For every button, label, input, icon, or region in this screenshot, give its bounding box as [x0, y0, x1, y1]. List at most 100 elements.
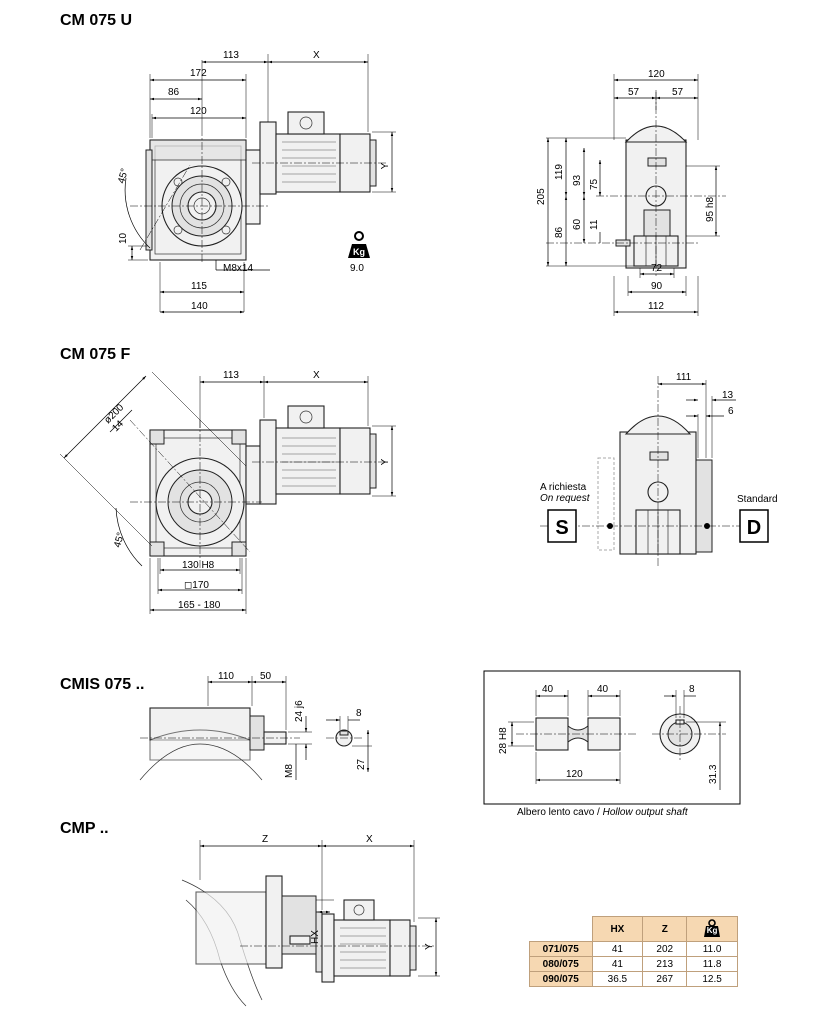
dim-86: 86: [168, 87, 180, 98]
fs-dim-6: 6: [728, 406, 734, 417]
table-row: 080/075 41 213 11.8: [529, 956, 738, 972]
side-dim-112: 112: [648, 301, 664, 312]
side-dim-11: 11: [589, 219, 600, 230]
dim-140: 140: [191, 301, 208, 312]
side-dim-57b: 57: [672, 87, 684, 98]
cmp-data-table: HX Z Kg 071/075 41 202 11.0 080/075 41: [529, 916, 738, 987]
side-dim-60: 60: [572, 218, 583, 230]
f-dim-130h8: 130 H8: [182, 560, 215, 571]
cell-z: 213: [642, 956, 688, 972]
row-label: 071/075: [529, 941, 593, 957]
hs-dim-40b: 40: [597, 684, 609, 695]
dim-172: 172: [190, 68, 207, 79]
cell-kg: 11.0: [686, 941, 738, 957]
table-corner: [529, 916, 592, 942]
header-z: Z: [642, 916, 688, 942]
hs-caption: Albero lento cavo / Hollow output shaft: [517, 807, 689, 818]
f-dim-x: X: [313, 370, 320, 381]
side-dim-75: 75: [589, 178, 600, 190]
f-dim-angle-45: 45°: [112, 531, 127, 548]
header-hx: HX: [591, 916, 644, 942]
dim-120: 120: [190, 106, 207, 117]
cmp-dim-x: X: [366, 834, 373, 845]
hs-caption-it: Albero lento cavo /: [517, 807, 603, 818]
position-s-box: [547, 509, 577, 543]
position-s-label: S: [555, 517, 568, 539]
weight-icon: [348, 231, 370, 258]
cell-z: 267: [642, 971, 688, 987]
cm075f-front-view: [59, 371, 396, 614]
f-dim-113: 113: [223, 370, 239, 381]
fs-dim-13: 13: [722, 390, 734, 401]
hs-dim-40a: 40: [542, 684, 554, 695]
weight-value: 9.0: [350, 263, 364, 274]
cmis-dim-24j6: 24 j6: [294, 700, 305, 722]
dim-y: Y: [380, 162, 391, 169]
title-cm075u: CM 075 U: [60, 12, 133, 29]
side-dim-119: 119: [554, 164, 565, 180]
standard-label: Standard: [737, 494, 778, 505]
hs-caption-en: Hollow output shaft: [603, 807, 689, 818]
position-d-box: [739, 509, 769, 543]
weight-kg-label: Kg: [353, 247, 365, 257]
cmp-dim-z: Z: [262, 834, 268, 845]
title-cmis075: CMIS 075 ..: [60, 676, 145, 693]
dim-115: 115: [191, 281, 207, 292]
on-request-en: On request: [540, 493, 591, 504]
dim-113: 113: [223, 50, 239, 61]
cmis-dim-m8: M8: [284, 764, 295, 778]
hs-dim-120: 120: [566, 769, 583, 780]
side-dim-95h8: 95 h8: [705, 197, 716, 222]
cell-hx: 41: [591, 941, 644, 957]
hollow-shaft-view: [508, 690, 726, 790]
table-row: 090/075 36.5 267 12.5: [529, 971, 738, 987]
side-dim-120: 120: [648, 69, 665, 80]
hs-dim-31-3: 31.3: [708, 764, 719, 784]
table-row: 071/075 41 202 11.0: [529, 941, 738, 957]
dim-10: 10: [118, 232, 129, 244]
cell-hx: 36.5: [591, 971, 644, 987]
weight-icon: Kg: [704, 918, 721, 937]
side-dim-57a: 57: [628, 87, 640, 98]
cell-kg: 12.5: [686, 971, 738, 987]
row-label: 090/075: [529, 971, 593, 987]
side-dim-86: 86: [554, 226, 565, 238]
cell-hx: 41: [591, 956, 644, 972]
side-dim-90: 90: [651, 281, 663, 292]
cell-z: 202: [642, 941, 688, 957]
cmis-dim-50: 50: [260, 671, 272, 682]
cmis075-view: [139, 676, 372, 781]
hollow-shaft-frame: [483, 670, 741, 805]
f-dim-170: ◻170: [184, 580, 209, 591]
cmis-dim-8: 8: [356, 708, 362, 719]
cmis-dim-27: 27: [356, 758, 367, 770]
hs-dim-28h8: 28 H8: [498, 727, 509, 754]
dim-angle-45: 45°: [116, 167, 131, 184]
fs-dim-111: 111: [676, 372, 692, 383]
cm075u-front-view: [124, 54, 396, 314]
cm075u-side-view: [546, 74, 726, 316]
on-request-it: A richiesta: [540, 482, 587, 493]
side-dim-93: 93: [572, 174, 583, 186]
header-kg: Kg: [686, 916, 738, 942]
cmp-view: [181, 840, 440, 1007]
f-dim-y: Y: [380, 458, 391, 465]
f-dim-165-180: 165 - 180: [178, 600, 221, 611]
table-header-row: HX Z Kg: [529, 916, 738, 942]
kg-icon-label: Kg: [706, 925, 718, 935]
title-cmp: CMP ..: [60, 820, 109, 837]
side-dim-72: 72: [651, 263, 663, 274]
title-cm075f: CM 075 F: [60, 346, 131, 363]
cmp-dim-y: Y: [424, 943, 435, 950]
side-dim-205: 205: [536, 188, 547, 205]
cmis-dim-110: 110: [218, 671, 234, 682]
dim-x: X: [313, 50, 320, 61]
dim-m8x14: M8x14: [223, 263, 253, 274]
cmp-dim-hx: HX: [310, 930, 321, 944]
hs-dim-8: 8: [689, 684, 695, 695]
cell-kg: 11.8: [686, 956, 738, 972]
position-d-label: D: [747, 517, 761, 539]
cm075f-side-view: [540, 376, 769, 566]
row-label: 080/075: [529, 956, 593, 972]
